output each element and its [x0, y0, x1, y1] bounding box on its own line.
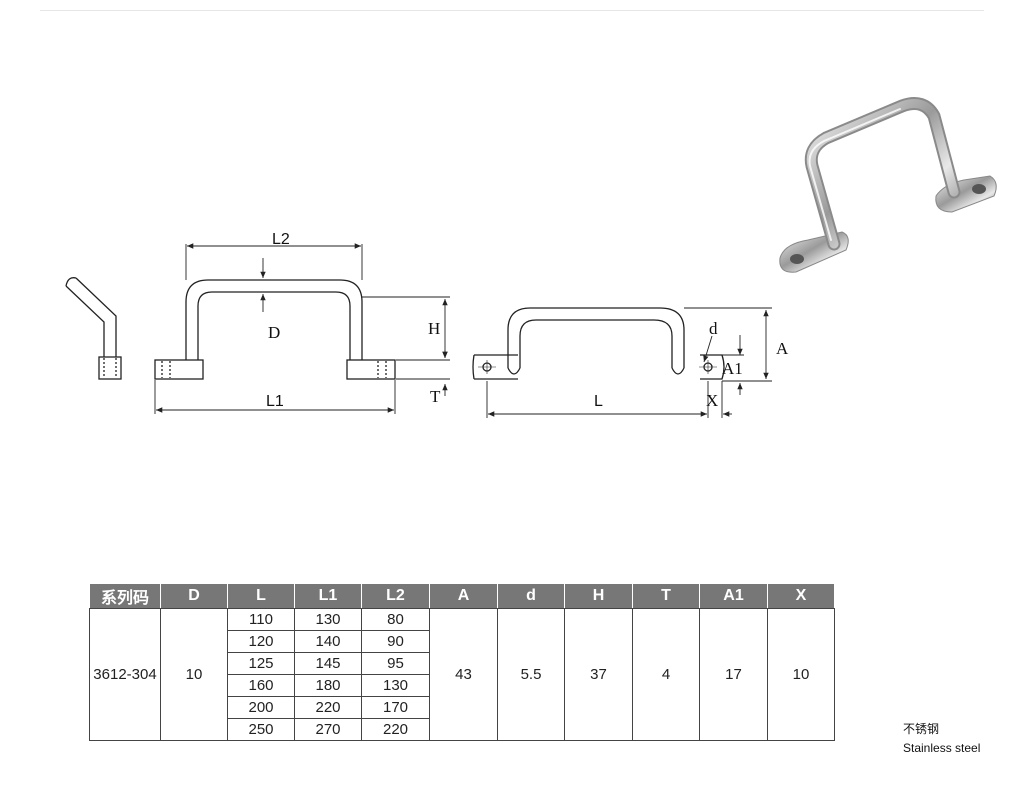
cell-l1: 130 [294, 608, 362, 631]
cell-d-small: 5.5 [497, 608, 565, 741]
top-rule [40, 10, 984, 11]
header-l2: L2 [361, 583, 430, 609]
cell-l: 200 [227, 696, 295, 719]
front-view-dimensions [154, 243, 450, 414]
label-d-small: d [709, 319, 718, 338]
cell-l2: 90 [361, 630, 430, 653]
cell-l: 110 [227, 608, 295, 631]
header-h: H [564, 583, 633, 609]
cell-t: 4 [632, 608, 700, 741]
cell-d: 10 [160, 608, 228, 741]
top-view [472, 307, 725, 380]
material-note-en: Stainless steel [903, 741, 981, 755]
technical-drawing: L2 D H T L1 d A A1 X L [65, 97, 997, 418]
label-l: L [594, 393, 603, 410]
cell-l1: 220 [294, 696, 362, 719]
cell-l: 250 [227, 718, 295, 741]
front-view [154, 279, 396, 380]
table-row: 3612-304 10 110 130 80 43 5.5 37 4 17 10 [89, 608, 835, 741]
table-row: 120 140 90 [90, 630, 835, 653]
material-note-cn: 不锈钢 [903, 722, 940, 736]
label-h: H [428, 319, 440, 338]
cell-l2: 130 [361, 674, 430, 697]
cell-l2: 80 [361, 608, 430, 631]
header-a1: A1 [699, 583, 768, 609]
label-x: X [706, 391, 718, 410]
header-d: D [160, 583, 228, 609]
cell-a: 43 [429, 608, 498, 741]
spec-table-header: 系列码 D L L1 L2 A d H T A1 X [89, 583, 835, 609]
header-d-small: d [497, 583, 565, 609]
table-row: 125 145 95 [90, 652, 835, 675]
top-view-dimensions [486, 307, 772, 418]
cell-l: 120 [227, 630, 295, 653]
table-row: 250 270 220 [90, 718, 835, 741]
cell-l2: 170 [361, 696, 430, 719]
cell-l2: 220 [361, 718, 430, 741]
cell-l1: 270 [294, 718, 362, 741]
table-row: 160 180 130 [90, 674, 835, 697]
header-series-code: 系列码 [89, 583, 161, 609]
cell-h: 37 [564, 608, 633, 741]
label-a1: A1 [722, 359, 743, 378]
label-t: T [430, 387, 441, 406]
header-l: L [227, 583, 295, 609]
label-a: A [776, 339, 789, 358]
header-x: X [767, 583, 835, 609]
cell-a1: 17 [699, 608, 768, 741]
cell-series-code: 3612-304 [89, 608, 161, 741]
cell-l1: 140 [294, 630, 362, 653]
header-a: A [429, 583, 498, 609]
cell-l1: 145 [294, 652, 362, 675]
label-l2: L2 [272, 231, 290, 248]
cell-l: 125 [227, 652, 295, 675]
handle-product-illustration [779, 97, 997, 273]
side-view [65, 277, 122, 380]
label-d: D [268, 323, 280, 342]
cell-l1: 180 [294, 674, 362, 697]
cell-x: 10 [767, 608, 835, 741]
header-t: T [632, 583, 700, 609]
cell-l2: 95 [361, 652, 430, 675]
header-l1: L1 [294, 583, 362, 609]
label-l1: L1 [266, 393, 284, 410]
cell-l: 160 [227, 674, 295, 697]
spec-table: 系列码 D L L1 L2 A d H T A1 X 3612-304 10 1… [89, 583, 835, 741]
